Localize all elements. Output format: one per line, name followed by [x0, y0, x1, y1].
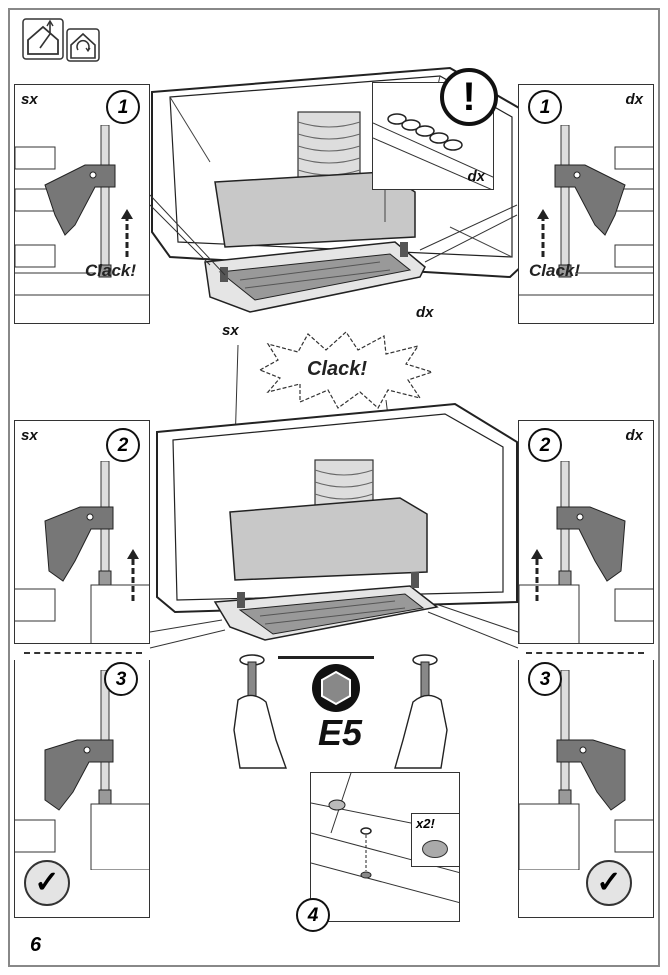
hand-screwdriver-left: [233, 654, 287, 769]
page-frame: [8, 8, 660, 967]
latch-locked-sx: [15, 670, 149, 870]
house-exhaust-icon: [22, 18, 64, 60]
screw-holes-detail: [373, 113, 493, 189]
step1-dx-clack: Clack!: [529, 261, 581, 280]
step1-dx-label: dx: [625, 91, 643, 108]
latch-raised-sx: [15, 461, 149, 643]
x2-label: x2!: [416, 816, 435, 831]
step4-badge: 4: [296, 898, 330, 932]
tool-size-label: E5: [318, 712, 363, 753]
clack-center-label: Clack!: [307, 358, 368, 380]
hand-screwdriver-right: [394, 654, 448, 769]
divider-bar: [278, 656, 374, 659]
hood-dx-label: dx: [416, 304, 434, 321]
step2-sx-badge: 2: [106, 428, 140, 462]
hood-sx-label: sx: [222, 322, 239, 339]
step4-panel: x2!: [310, 772, 460, 922]
step3-sx-panel: [14, 660, 150, 918]
latch-raised-dx: [519, 461, 653, 643]
warning-detail-panel: dx: [372, 82, 494, 190]
step1-sx-label: sx: [21, 91, 38, 108]
step3-dx-badge: 3: [528, 662, 562, 696]
page-number: 6: [30, 934, 42, 956]
latch-locked-dx: [519, 670, 653, 870]
step3-sx-badge: 3: [104, 662, 138, 696]
clack-starburst: [258, 331, 434, 409]
checkmark-dx-icon: ✓: [586, 860, 632, 906]
step1-sx-panel: sx Clack!: [14, 84, 150, 324]
house-recirculate-icon: [66, 28, 100, 62]
hex-nut-icon: [312, 664, 360, 712]
warning-symbol: !: [462, 75, 476, 119]
step1-dx-badge: 1: [528, 90, 562, 124]
checkmark-sx-icon: ✓: [24, 860, 70, 906]
step1-dx-panel: dx Clack!: [518, 84, 654, 324]
separator-sx: [24, 652, 142, 654]
warning-icon: !: [440, 68, 498, 126]
latch-closing-dx: [519, 125, 653, 296]
step1-sx-badge: 1: [106, 90, 140, 124]
screw-head-icon: [422, 840, 448, 858]
latch-closing-sx: [15, 125, 149, 296]
step2-sx-panel: sx: [14, 420, 150, 644]
hood-illustration-bottom: [156, 402, 518, 641]
warning-dx-label: dx: [467, 168, 485, 185]
step2-dx-panel: dx: [518, 420, 654, 644]
step3-dx-panel: [518, 660, 654, 918]
step2-dx-badge: 2: [528, 428, 562, 462]
step2-sx-label: sx: [21, 427, 38, 444]
x2-detail-box: x2!: [411, 813, 459, 867]
separator-dx: [526, 652, 644, 654]
step1-sx-clack: Clack!: [85, 261, 137, 280]
step2-dx-label: dx: [625, 427, 643, 444]
